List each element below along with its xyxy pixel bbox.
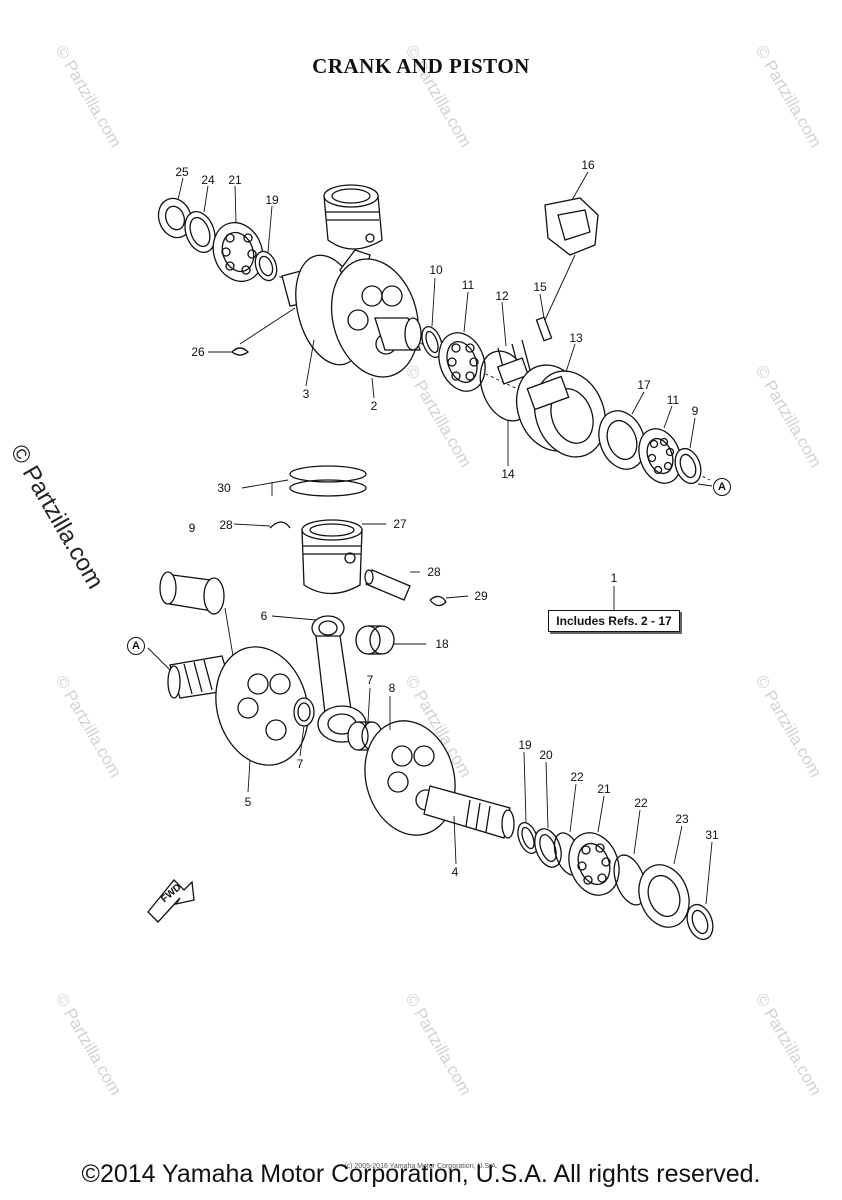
- part-label: 14: [501, 467, 515, 481]
- reference-a-lower: A: [127, 637, 145, 655]
- part-label: 4: [451, 865, 459, 879]
- upper-piston: [323, 184, 383, 302]
- part-label: 11: [666, 393, 680, 407]
- connecting-rod-6: [311, 615, 367, 743]
- clip-29: [429, 595, 447, 607]
- part-label: 17: [637, 378, 651, 392]
- crank-wheel-4: [364, 720, 515, 839]
- part-label: 18: [435, 637, 449, 651]
- part-label: 11: [461, 278, 475, 292]
- part-label: 15: [533, 280, 547, 294]
- part-label: 2: [370, 399, 378, 413]
- seal-9-lower: [159, 571, 225, 615]
- key-26: [231, 347, 249, 356]
- part-label: 7: [366, 673, 374, 687]
- part-label: 9: [691, 404, 699, 418]
- small-copyright: (c) 2005-2016 Yamaha Motor Corporation, …: [344, 1163, 498, 1170]
- part-label: 12: [495, 289, 509, 303]
- shim-7-left: [293, 697, 315, 727]
- bearing-11-upper: [438, 332, 486, 392]
- shim-24: [184, 211, 216, 253]
- shim-10: [421, 326, 443, 358]
- part-label: 5: [244, 795, 252, 809]
- shim-20: [534, 828, 562, 868]
- piston-pin-28: [364, 569, 411, 601]
- shim-19-upper: [254, 250, 278, 282]
- crank-wheel-2: [330, 258, 422, 378]
- footer-copyright: ©2014 Yamaha Motor Corporation, U.S.A. A…: [81, 1160, 761, 1188]
- pin-15: [535, 316, 553, 342]
- part-label: 8: [388, 681, 396, 695]
- part-label: 10: [429, 263, 443, 277]
- oil-seal-25: [157, 197, 193, 239]
- part-label: 24: [201, 173, 215, 187]
- labyrinth-17: [598, 410, 646, 470]
- reference-a-upper: A: [713, 478, 731, 496]
- part-label: 22: [634, 796, 648, 810]
- bearing-21-lower: [568, 832, 620, 896]
- part-label: 31: [705, 828, 719, 842]
- part-label: 20: [539, 748, 553, 762]
- part-label: 26: [191, 345, 205, 359]
- bearing-11-lower: [638, 428, 682, 484]
- bearing-21-upper: [212, 221, 264, 283]
- diagram-title: CRANK AND PISTON: [312, 54, 530, 78]
- bearing-23: [638, 864, 690, 928]
- part-label: 6: [260, 609, 268, 623]
- part-label: 19: [518, 738, 532, 752]
- fwd-arrow: [147, 879, 195, 923]
- crank-wheel-5: [167, 646, 309, 766]
- part-label: 25: [175, 165, 189, 179]
- part-label: 22: [570, 770, 584, 784]
- piston-27: [301, 519, 363, 595]
- part-label: 9: [188, 521, 196, 535]
- shim-7-left-inner: [297, 702, 311, 722]
- part-label: 19: [265, 193, 279, 207]
- part-label: 28: [427, 565, 441, 579]
- includes-refs-box: Includes Refs. 2 - 17: [548, 610, 680, 632]
- bracket-16: [544, 197, 599, 256]
- part-label: 3: [302, 387, 310, 401]
- seal-9-upper: [674, 447, 702, 485]
- part-label: 28: [219, 518, 233, 532]
- part-label: 29: [474, 589, 488, 603]
- needle-bearing-18: [355, 625, 395, 655]
- clip-28-left: [269, 521, 291, 529]
- center-housing-13: [516, 364, 606, 458]
- part-label: 1: [610, 571, 618, 585]
- part-label: 7: [296, 757, 304, 771]
- piston-rings-30: [289, 465, 367, 497]
- part-label: 21: [228, 173, 242, 187]
- part-label: 27: [393, 517, 407, 531]
- part-label: 23: [675, 812, 689, 826]
- part-label: 16: [581, 158, 595, 172]
- part-label: 30: [217, 481, 231, 495]
- part-label: 13: [569, 331, 583, 345]
- part-label: 21: [597, 782, 611, 796]
